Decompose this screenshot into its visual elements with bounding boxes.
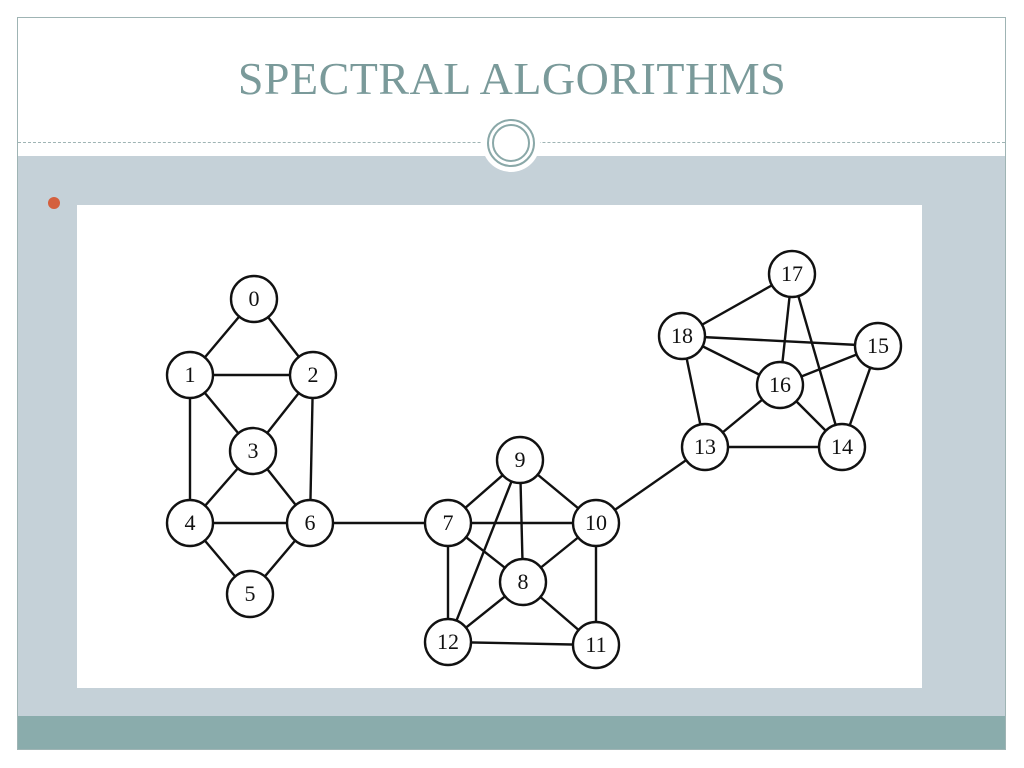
graph-node-10: 10 (571, 498, 621, 548)
node-label: 16 (769, 372, 791, 397)
node-circle (225, 569, 275, 619)
node-label: 15 (867, 333, 889, 358)
slide-title: SPECTRAL ALGORITHMS (237, 53, 787, 104)
graph-node-17: 17 (767, 249, 817, 299)
graph-node-11: 11 (571, 620, 621, 670)
edge-9-12 (446, 459, 522, 643)
node-circle (853, 321, 903, 371)
graph-node-1: 1 (165, 350, 215, 400)
node-circle (571, 620, 621, 670)
graph-node-16: 16 (755, 360, 805, 410)
node-label: 6 (305, 510, 316, 535)
node-circle (498, 557, 548, 607)
graph-node-5: 5 (225, 569, 275, 619)
footer-bar (18, 716, 1005, 749)
graph-node-13: 13 (680, 422, 730, 472)
node-circle (165, 498, 215, 548)
node-circle (767, 249, 817, 299)
node-label: 3 (248, 438, 259, 463)
node-circle (423, 498, 473, 548)
node-label: 8 (518, 569, 529, 594)
node-circle (228, 426, 278, 476)
node-circle (229, 274, 279, 324)
edge-17-14 (790, 273, 844, 448)
node-label: 9 (515, 447, 526, 472)
node-label: 5 (245, 581, 256, 606)
node-circle (680, 422, 730, 472)
node-label: 4 (185, 510, 196, 535)
graph-node-8: 8 (498, 557, 548, 607)
graph-node-7: 7 (423, 498, 473, 548)
circle-ornament-icon (482, 114, 540, 172)
node-circle (817, 422, 867, 472)
node-circle (571, 498, 621, 548)
node-label: 12 (437, 629, 459, 654)
ornament-outer-ring (487, 119, 535, 167)
graph-node-0: 0 (229, 274, 279, 324)
node-label: 10 (585, 510, 607, 535)
node-label: 0 (249, 286, 260, 311)
ornament-inner-ring (492, 124, 530, 162)
node-circle (657, 311, 707, 361)
node-circle (423, 617, 473, 667)
edge-18-15 (681, 334, 879, 348)
graph-node-14: 14 (817, 422, 867, 472)
node-label: 1 (185, 362, 196, 387)
graph-node-15: 15 (853, 321, 903, 371)
graph-node-2: 2 (288, 350, 338, 400)
graph-node-9: 9 (495, 435, 545, 485)
node-label: 13 (694, 434, 716, 459)
graph-node-6: 6 (285, 498, 335, 548)
bullet-point (48, 197, 60, 209)
node-circle (755, 360, 805, 410)
node-label: 11 (585, 632, 606, 657)
node-circle (285, 498, 335, 548)
graph-node-18: 18 (657, 311, 707, 361)
node-label: 14 (831, 434, 853, 459)
node-circle (165, 350, 215, 400)
edge-2-6 (308, 374, 315, 524)
node-label: 2 (308, 362, 319, 387)
node-label: 18 (671, 323, 693, 348)
node-label: 17 (781, 261, 803, 286)
edge-12-11 (447, 640, 597, 647)
node-circle (288, 350, 338, 400)
graph-node-12: 12 (423, 617, 473, 667)
graph-node-4: 4 (165, 498, 215, 548)
graph-node-3: 3 (228, 426, 278, 476)
node-label: 7 (443, 510, 454, 535)
node-circle (495, 435, 545, 485)
